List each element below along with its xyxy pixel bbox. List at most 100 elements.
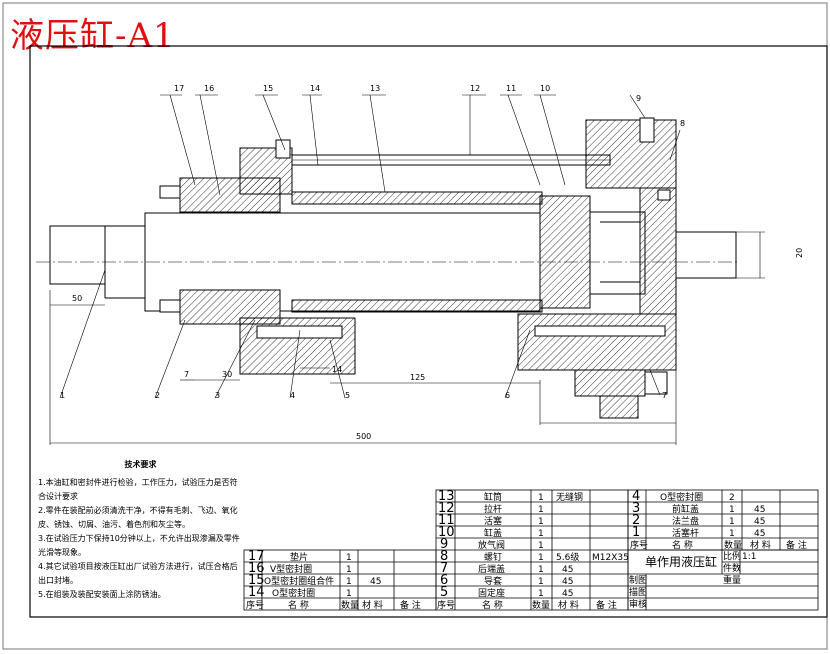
balloon-11: 11	[506, 84, 516, 93]
bom-name: 缸盖	[484, 527, 502, 539]
header-no: 序号	[246, 599, 264, 611]
note-item: 4.其它试验项目按液压缸出厂试验方法进行，试压合格后出口封堵。	[38, 562, 238, 585]
bom-material: 45	[562, 589, 573, 599]
dim-30: 30	[222, 370, 232, 379]
bom-material: 45	[370, 577, 381, 587]
bom-no: 4	[632, 489, 640, 504]
header-name: 名 称	[672, 539, 693, 551]
dim-500: 500	[356, 432, 371, 441]
bom-name: 垫片	[290, 551, 308, 563]
balloon-9: 9	[636, 94, 641, 103]
bom-name: 后端盖	[478, 563, 505, 575]
bom-no: 6	[440, 573, 448, 588]
header-note: 备 注	[596, 599, 617, 611]
dimension-lines	[49, 231, 765, 445]
balloon-5: 5	[345, 391, 350, 400]
part-balloons: 17 16 15 14 13 12 11 10 9 8 1 2 3 4 5 6 …	[60, 84, 685, 400]
bom-qty: 1	[538, 529, 544, 539]
cylinder-assembly	[36, 117, 740, 419]
drawing-title-stamp: 液压缸-A1	[10, 16, 176, 56]
header-material: 材 料	[750, 539, 771, 551]
parts-list-middle: 13 缸筒 1 无缝钢 12 拉杆 1 11 活塞 1 10 缸盖 1 9 放气…	[437, 489, 629, 611]
note-item: 5.在组装及装配安装面上涂防锈油。	[38, 590, 166, 599]
dimension-values: 50 7 30 14 125 500 20	[72, 248, 804, 441]
design-label: 描图	[629, 586, 647, 598]
dim-7: 7	[184, 370, 189, 379]
bom-qty: 1	[346, 589, 352, 599]
header-material: 材 料	[558, 599, 579, 611]
bom-name: 螺钉	[484, 552, 502, 563]
bom-qty: 1	[538, 541, 544, 551]
rear-cap-bottom	[517, 313, 677, 371]
bom-qty: 1	[346, 553, 352, 563]
bom-qty: 2	[729, 493, 735, 503]
header-note: 备 注	[400, 599, 421, 611]
bom-no: 1	[632, 525, 640, 540]
bom-qty: 1	[729, 517, 735, 527]
dim-50: 50	[72, 294, 82, 303]
header-note: 备 注	[786, 539, 807, 551]
bom-qty: 1	[729, 505, 735, 515]
drawn-label: 制图	[629, 574, 647, 586]
header-name: 名 称	[288, 599, 309, 611]
bom-no: 7	[440, 561, 448, 576]
bom-no: 11	[438, 513, 455, 528]
balloon-2: 2	[155, 391, 160, 400]
header-no: 序号	[437, 599, 455, 611]
bom-name: 固定座	[478, 587, 505, 599]
bom-name: 导套	[484, 575, 502, 587]
bom-no: 10	[438, 525, 455, 540]
notes-heading: 技术要求	[124, 460, 157, 469]
bom-name: O型密封圈组合件	[264, 575, 334, 587]
pieces-label: 件数	[723, 562, 741, 574]
leader-lines	[59, 94, 681, 399]
bom-qty: 1	[538, 565, 544, 575]
bom-qty: 1	[538, 505, 544, 515]
bom-no: 12	[438, 501, 455, 516]
note-item: 1.本油缸和密封件进行检验，工作压力，试验压力是否符合设计要求	[38, 478, 238, 501]
cylinder-tube-top	[291, 191, 543, 205]
bom-material: 45	[562, 565, 573, 575]
bom-no: 16	[248, 561, 265, 576]
bom-name: 前缸盖	[672, 503, 699, 515]
bom-qty: 1	[346, 565, 352, 575]
header-qty: 数量	[532, 599, 550, 611]
balloon-10: 10	[540, 84, 550, 93]
note-item: 3.在试验压力下保持10分钟以上，不允许出现渗漏及零件光滑等现象。	[38, 534, 240, 557]
header-no: 序号	[630, 539, 648, 551]
note-item: 2.零件在装配前必须清洗干净，不得有毛刺、飞边、氧化皮、锈蚀、切屑、油污、着色剂…	[38, 506, 238, 529]
balloon-1: 1	[60, 391, 65, 400]
drawing-name: 单作用液压缸	[645, 554, 717, 569]
balloon-7: 7	[662, 391, 667, 400]
balloon-14: 14	[310, 84, 320, 93]
bom-no: 9	[440, 537, 448, 552]
cylinder-tube-bottom	[291, 299, 543, 313]
bom-material: 45	[754, 529, 765, 539]
bom-name: 缸筒	[484, 491, 502, 503]
bom-name: O型密封圈	[660, 491, 703, 503]
mount-bracket	[574, 369, 646, 397]
bom-no: 15	[248, 573, 265, 588]
rear-shaft	[675, 231, 737, 279]
bom-name: V型密封圈	[270, 563, 312, 575]
bleed-valve	[639, 117, 655, 143]
piston	[539, 195, 591, 309]
balloon-3: 3	[215, 391, 220, 400]
bom-material: 45	[562, 577, 573, 587]
bom-name: 活塞杆	[672, 527, 699, 539]
bom-qty: 1	[538, 517, 544, 527]
bom-material: 无缝钢	[556, 491, 583, 503]
rear-cap-top	[585, 119, 677, 189]
bom-name: 放气阀	[478, 539, 505, 551]
bom-name: 活塞	[484, 515, 502, 527]
header-material: 材 料	[362, 599, 383, 611]
bom-qty: 1	[729, 529, 735, 539]
inner-frame	[29, 45, 828, 618]
header-name: 名 称	[482, 599, 503, 611]
parts-list-right: 4 O型密封圈 2 3 前缸盖 1 45 2 法兰盘 1 45 1 活塞杆 1 …	[630, 489, 807, 551]
bom-no: 5	[440, 585, 448, 600]
balloon-8: 8	[680, 119, 685, 128]
balloon-12: 12	[470, 84, 480, 93]
bom-no: 14	[248, 585, 265, 600]
